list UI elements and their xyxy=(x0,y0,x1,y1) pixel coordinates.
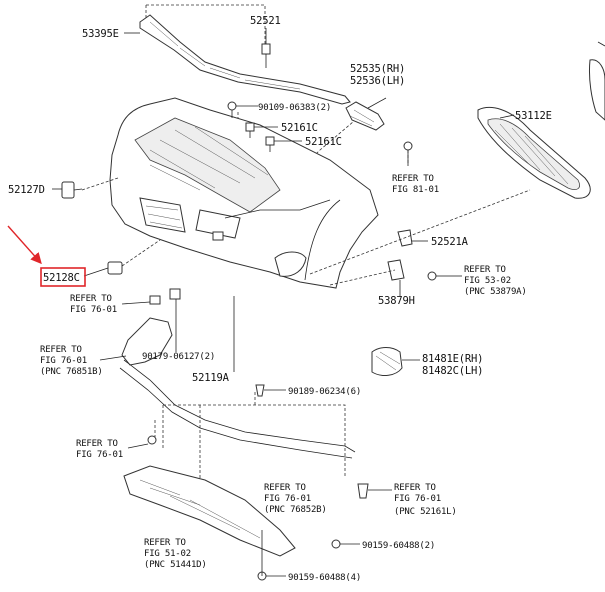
cap-52127d xyxy=(61,181,83,199)
upper-retainer-strip xyxy=(139,14,351,105)
label-ref76b-3: (PNC 76851B) xyxy=(40,367,103,377)
label-53112e: 53112E xyxy=(515,110,552,122)
label-ref76a-2: FIG 76-01 xyxy=(70,305,117,315)
label-52161c-b: 52161C xyxy=(305,136,342,148)
label-ref51-2: FIG 51-02 xyxy=(144,549,191,559)
clip-81 xyxy=(403,141,413,151)
highlight-box xyxy=(40,267,86,287)
label-ref76b-1: REFER TO xyxy=(40,345,82,355)
clip-90179 xyxy=(149,288,181,305)
bolt-76c xyxy=(147,435,157,445)
label-ref81-2: FIG 81-01 xyxy=(392,185,439,195)
engine-under-cover xyxy=(123,465,296,576)
bracket-53879h xyxy=(387,259,452,281)
label-ref76d-1: REFER TO xyxy=(264,483,306,493)
label-ref76c-2: FIG 76-01 xyxy=(76,450,123,460)
label-52521a: 52521A xyxy=(431,236,469,248)
label-ref51-3: (PNC 51441D) xyxy=(144,560,207,570)
red-arrow-icon xyxy=(7,225,42,265)
label-52128c: 52128C xyxy=(43,272,80,284)
lower-grille-right xyxy=(477,107,591,199)
fog-lamp-bezel xyxy=(371,347,403,376)
label-ref76b-2: FIG 76-01 xyxy=(40,356,87,366)
label-ref76e-2: FIG 76-01 xyxy=(394,494,441,504)
label-ref51-1: REFER TO xyxy=(144,538,186,548)
label-ref76e-1: REFER TO xyxy=(394,483,436,493)
label-90109: 90109-06383(2) xyxy=(258,103,331,113)
clip-52521 xyxy=(261,43,271,68)
bolt-52161l xyxy=(357,483,369,499)
label-ref81-1: REFER TO xyxy=(392,174,434,184)
label-ref53-3: (PNC 53879A) xyxy=(464,287,527,297)
side-bracket xyxy=(345,101,385,131)
label-ref76a-1: REFER TO xyxy=(70,294,112,304)
label-53879h: 53879H xyxy=(378,295,415,307)
label-ref53-2: FIG 53-02 xyxy=(464,276,511,286)
label-90189: 90189-06234(6) xyxy=(288,387,361,397)
bolt-90109 xyxy=(227,101,237,118)
label-ref76d-3: (PNC 76852B) xyxy=(264,505,327,515)
label-52536: 52536(LH) xyxy=(350,75,405,87)
label-52119a: 52119A xyxy=(192,372,230,384)
label-53395e: 53395E xyxy=(82,28,119,40)
bolt-90159a xyxy=(331,539,341,549)
label-81481e: 81481E(RH) xyxy=(422,353,483,365)
label-90159a: 90159-60488(2) xyxy=(362,541,435,551)
label-ref76d-2: FIG 76-01 xyxy=(264,494,311,504)
label-90179: 90179-06127(2) xyxy=(142,352,215,362)
label-52127d: 52127D xyxy=(8,184,45,196)
label-ref76e-3: (PNC 52161L) xyxy=(394,507,457,517)
label-52161c-a: 52161C xyxy=(281,122,318,134)
label-52535: 52535(RH) xyxy=(350,63,405,75)
cap-52128c xyxy=(107,261,123,275)
label-81482c: 81482C(LH) xyxy=(422,365,483,377)
label-ref76c-1: REFER TO xyxy=(76,439,118,449)
label-90159b: 90159-60488(4) xyxy=(288,573,361,583)
label-52521: 52521 xyxy=(250,15,281,27)
bolt-90189 xyxy=(255,384,265,397)
label-ref53-1: REFER TO xyxy=(464,265,506,275)
front-bumper-cover xyxy=(109,97,379,289)
